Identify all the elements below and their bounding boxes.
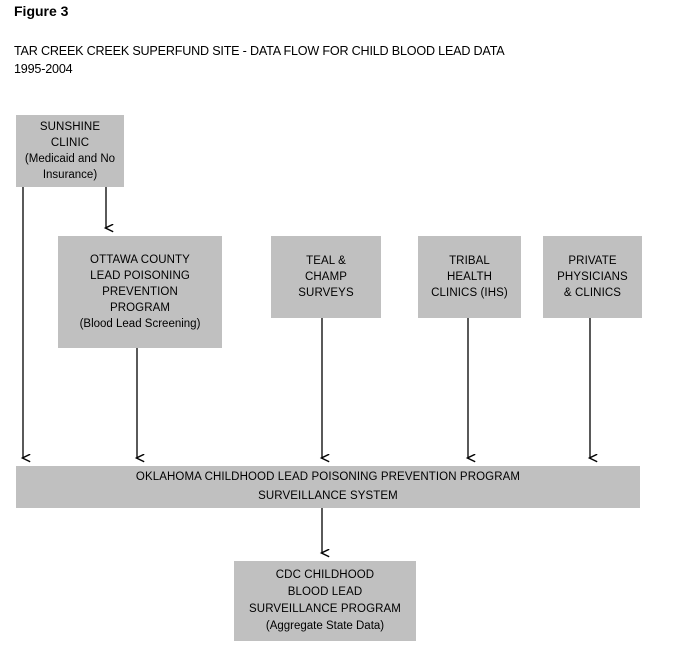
node-line: SURVEILLANCE PROGRAM <box>249 603 401 615</box>
node-line: CDC CHILDHOOD <box>275 569 375 581</box>
node-ottawa-county-lead-poisoning-prevention-program: OTTAWA COUNTY LEAD POISONING PREVENTION … <box>58 236 222 348</box>
node-line: TEAL & <box>306 255 346 267</box>
figure-label: Figure 3 <box>14 3 69 19</box>
node-cdc-childhood-blood-lead-surveillance-program: CDC CHILDHOOD BLOOD LEAD SURVEILLANCE PR… <box>234 561 416 641</box>
node-line: (Blood Lead Screening) <box>79 318 201 330</box>
node-line: Insurance) <box>42 169 98 181</box>
node-line: SURVEILLANCE SYSTEM <box>258 490 398 502</box>
figure-title-line-1: TAR CREEK CREEK SUPERFUND SITE - DATA FL… <box>14 44 505 58</box>
node-line: PREVENTION <box>102 286 178 298</box>
node-oklahoma-childhood-lead-poisoning-prevention-program: OKLAHOMA CHILDHOOD LEAD POISONING PREVEN… <box>16 466 640 508</box>
node-line: HEALTH <box>446 271 493 283</box>
node-line: (Medicaid and No <box>24 153 116 165</box>
figure-title-line-2: 1995-2004 <box>14 62 73 76</box>
node-line: PHYSICIANS <box>557 271 628 283</box>
node-line: PRIVATE <box>568 255 617 267</box>
node-line: PROGRAM <box>109 302 171 314</box>
node-line: CLINIC <box>50 137 90 149</box>
node-line: OTTAWA COUNTY <box>90 254 190 266</box>
node-line: CLINICS (IHS) <box>431 287 508 299</box>
node-line: BLOOD LEAD <box>287 586 363 598</box>
node-line: SURVEYS <box>298 287 354 299</box>
node-line: TRIBAL <box>449 255 490 267</box>
node-line: CHAMP <box>304 271 348 283</box>
node-line: & CLINICS <box>563 287 622 299</box>
node-tribal-health-clinics: TRIBAL HEALTH CLINICS (IHS) <box>418 236 521 318</box>
node-sunshine-clinic: SUNSHINE CLINIC (Medicaid and No Insuran… <box>16 115 124 187</box>
node-line: LEAD POISONING <box>90 270 190 282</box>
node-teal-champ-surveys: TEAL & CHAMP SURVEYS <box>271 236 381 318</box>
node-private-physicians-clinics: PRIVATE PHYSICIANS & CLINICS <box>543 236 642 318</box>
node-line: SUNSHINE <box>39 121 101 133</box>
node-line: OKLAHOMA CHILDHOOD LEAD POISONING PREVEN… <box>135 471 521 483</box>
node-line: (Aggregate State Data) <box>265 620 385 632</box>
